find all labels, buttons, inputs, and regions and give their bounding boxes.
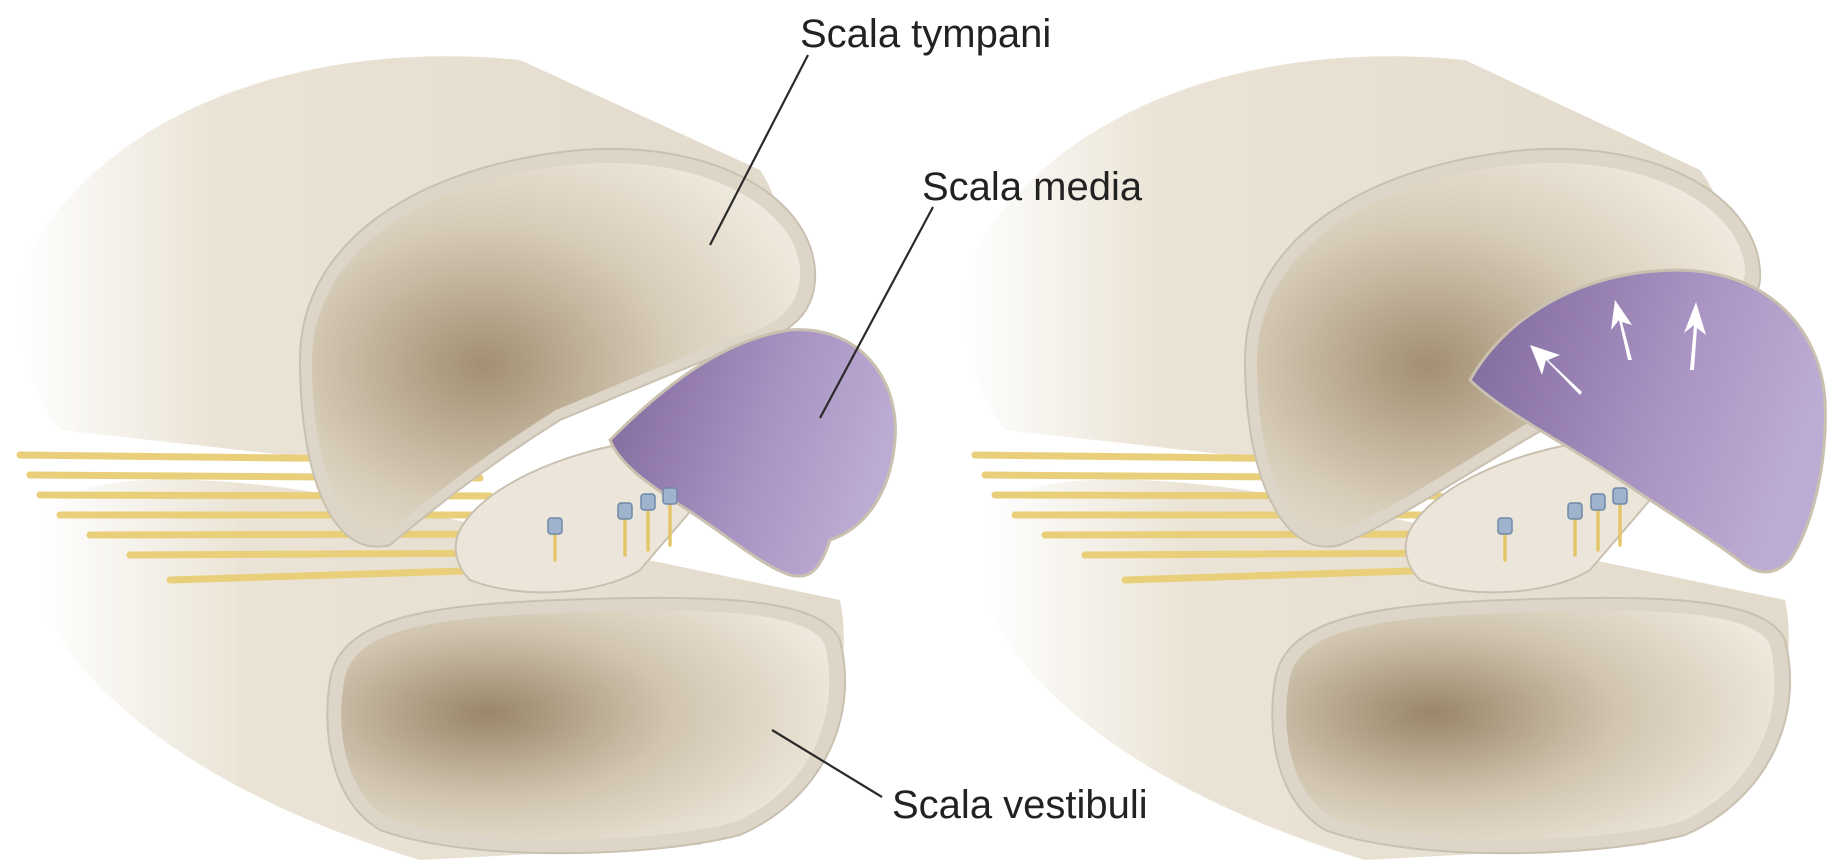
panel-resting	[20, 56, 895, 860]
scala-vestibuli-lumen-2	[1286, 611, 1774, 840]
label-scala-tympani: Scala tympani	[800, 12, 1051, 56]
scala-vestibuli-lumen	[341, 611, 829, 840]
label-scala-vestibuli: Scala vestibuli	[892, 783, 1148, 827]
label-scala-media: Scala media	[922, 165, 1143, 209]
